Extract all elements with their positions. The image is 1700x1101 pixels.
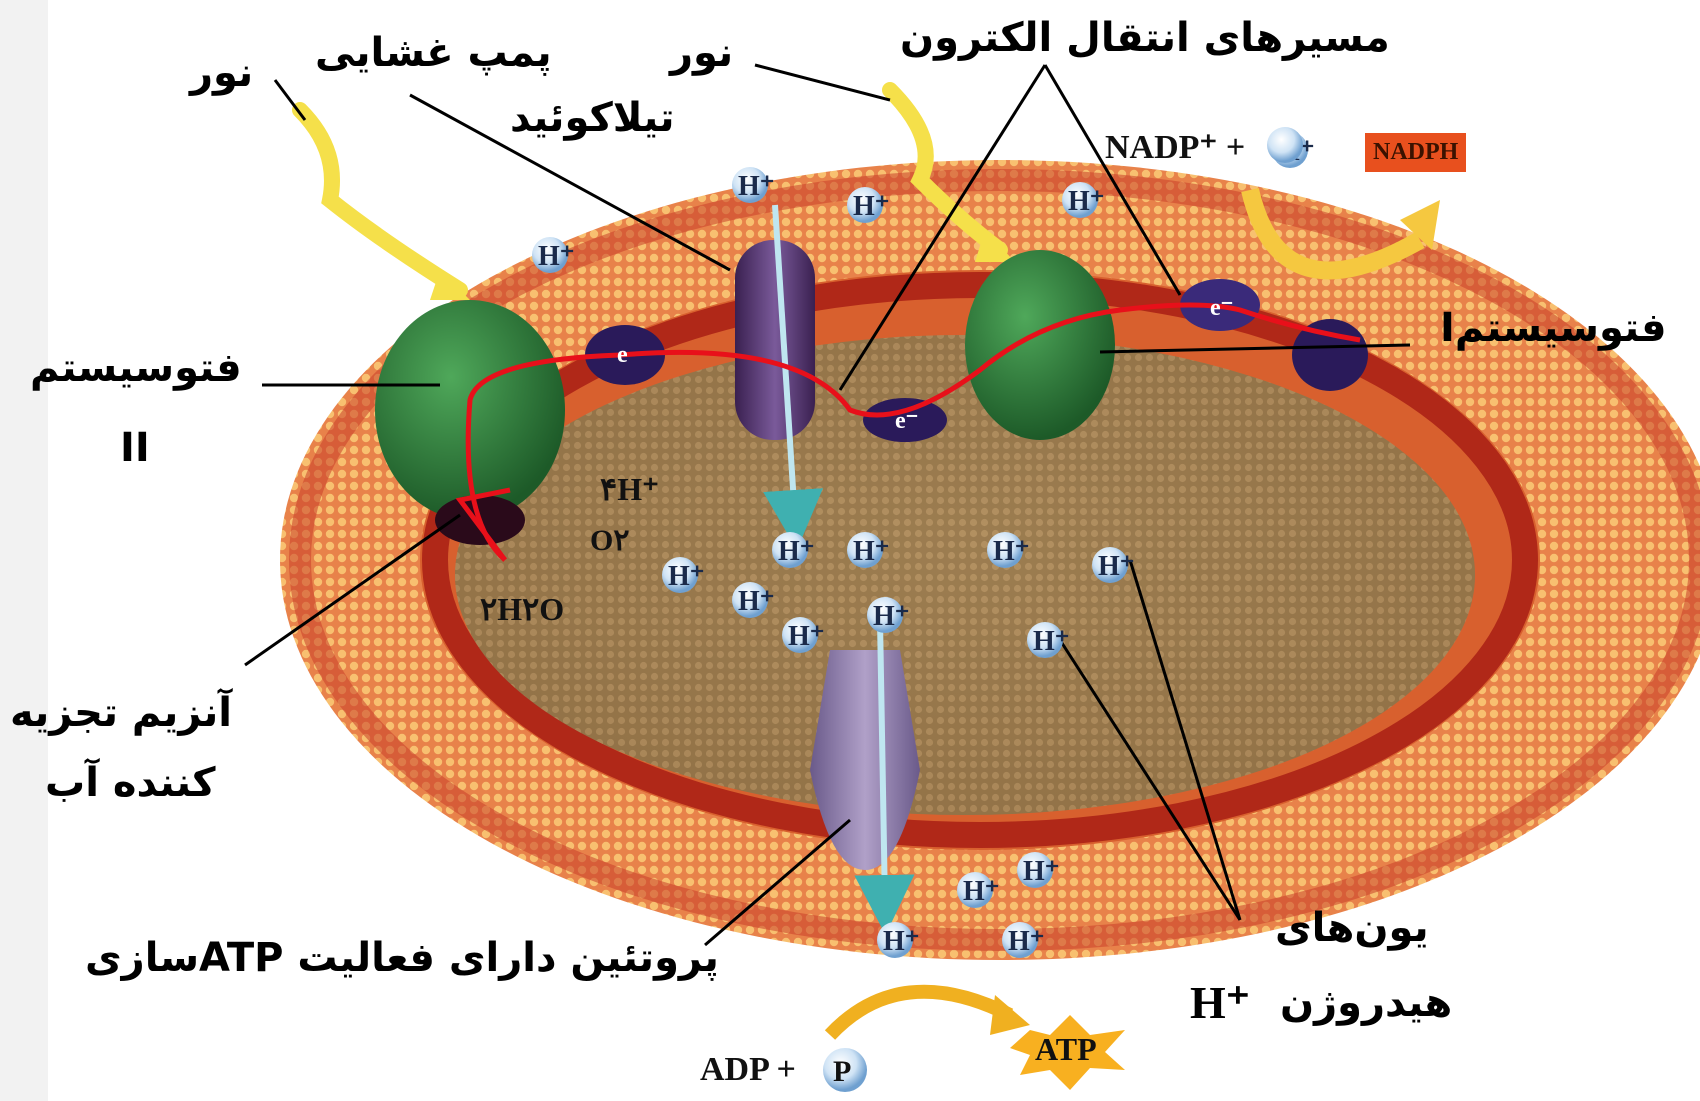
svg-text:H⁺: H⁺	[668, 561, 705, 592]
h-ion: H⁺	[1027, 622, 1070, 658]
svg-text:H⁺: H⁺	[853, 191, 890, 222]
label-thylakoid: تیلاکوئید	[510, 95, 675, 141]
label-water-enzyme-2: کننده آب	[45, 760, 215, 806]
svg-text:H⁺: H⁺	[853, 536, 890, 567]
light-arrow-left	[300, 110, 460, 290]
electron-label: e	[617, 342, 628, 368]
svg-text:H⁺: H⁺	[1033, 626, 1070, 657]
photosystem-1	[965, 250, 1115, 440]
label-hydrogen-ions-2: هیدروژن	[1280, 980, 1452, 1026]
lumen-shade	[455, 335, 1475, 815]
label-membrane-pump: پمپ غشایی	[315, 30, 552, 76]
h-ion: H⁺	[662, 557, 705, 593]
four-h-label: ۴H⁺	[600, 471, 659, 507]
h-ion: H⁺	[732, 582, 775, 618]
h-ion: H⁺	[987, 532, 1030, 568]
label-light-left: نور	[190, 50, 253, 96]
svg-text:H⁺: H⁺	[963, 876, 1000, 907]
water-label: ۲H۲O	[480, 591, 564, 627]
label-electron-paths: مسیرهای انتقال الکترون	[900, 15, 1390, 61]
label-atp-synthase: پروتئین دارای فعالیت ATPسازی	[85, 935, 719, 981]
nadph-box: NADPH	[1365, 133, 1466, 172]
membrane-pump	[735, 240, 815, 440]
h-ion	[1267, 127, 1303, 163]
electron-label: e⁻	[895, 408, 918, 434]
svg-text:H⁺: H⁺	[1008, 926, 1045, 957]
h-ion: H⁺	[1017, 852, 1060, 888]
svg-text:H⁺: H⁺	[738, 586, 775, 617]
atp-label: ATP	[1035, 1031, 1097, 1067]
h-ion: H⁺	[877, 922, 920, 958]
adp-label: ADP +	[700, 1051, 796, 1088]
label-photosystem-2-numeral: II	[120, 425, 150, 471]
h-ion: H⁺	[867, 597, 910, 633]
nadp-label: NADP⁺ +	[1105, 129, 1245, 166]
svg-text:H⁺: H⁺	[778, 536, 815, 567]
svg-text:H⁺: H⁺	[1098, 551, 1135, 582]
h-ion: H⁺	[847, 532, 890, 568]
phosphate: P	[823, 1048, 867, 1092]
svg-text:H⁺: H⁺	[873, 601, 910, 632]
h-ion: H⁺	[1092, 547, 1135, 583]
svg-text:H⁺: H⁺	[1023, 856, 1060, 887]
svg-text:H⁺: H⁺	[738, 171, 775, 202]
phosphate-label: P	[833, 1055, 851, 1088]
h-ion: H⁺	[772, 532, 815, 568]
electron-label: e⁻	[1210, 295, 1233, 321]
label-hydrogen-ions-1: یون‌های	[1275, 905, 1429, 951]
svg-text:H⁺: H⁺	[788, 621, 825, 652]
label-hydrogen-ions-symbol: H⁺	[1190, 975, 1250, 1029]
atp-arrow-head	[990, 995, 1030, 1035]
h-ion: H⁺	[847, 187, 890, 223]
svg-text:H⁺: H⁺	[883, 926, 920, 957]
h-ion: H⁺	[732, 167, 775, 203]
label-water-enzyme-1: آنزیم تجزیه	[10, 690, 232, 736]
atp-arrow	[830, 992, 1010, 1035]
label-light-top: نور	[670, 30, 733, 76]
label-photosystem-2: فتوسیستم	[30, 345, 242, 391]
o2-label: O۲	[590, 524, 629, 557]
svg-text:H⁺: H⁺	[1068, 186, 1105, 217]
h-ion: H⁺	[532, 237, 575, 273]
label-photosystem-1: فتوسیستمI	[1440, 305, 1667, 351]
h-ion: H⁺	[1002, 922, 1045, 958]
h-ion: H⁺	[1062, 182, 1105, 218]
h-ion: H⁺	[957, 872, 1000, 908]
h-ion: H⁺	[782, 617, 825, 653]
svg-text:H⁺: H⁺	[538, 241, 575, 272]
background-strip	[0, 0, 48, 1101]
svg-text:H⁺: H⁺	[993, 536, 1030, 567]
